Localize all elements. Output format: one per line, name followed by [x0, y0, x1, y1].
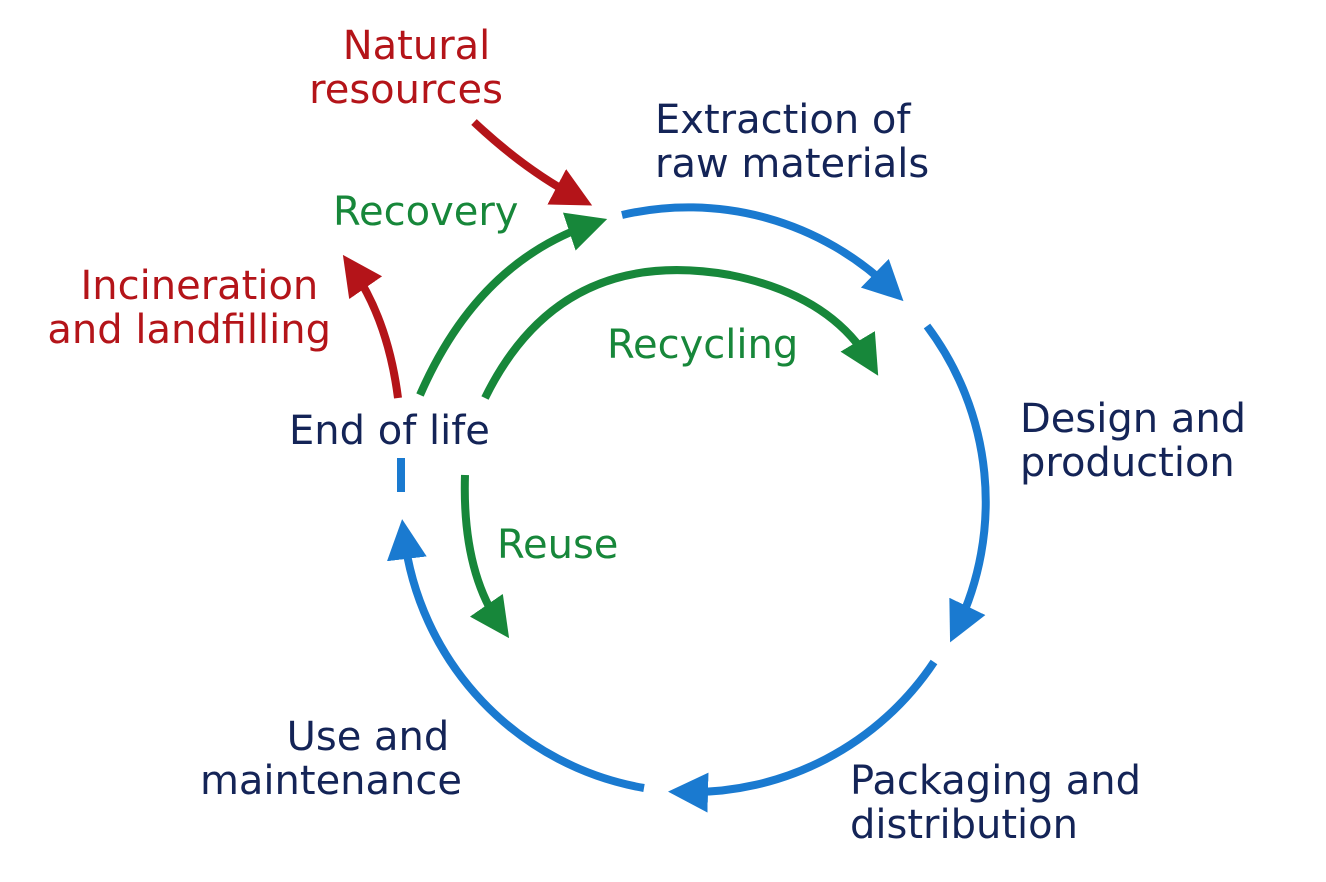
arrow-use-to-end-of-life: [387, 519, 645, 792]
natural-resources-label: Natural resources: [309, 23, 503, 113]
incineration-arrow: [342, 254, 402, 399]
recycling-arrow: [481, 266, 879, 400]
circular-loops: [416, 212, 879, 639]
natural-resources-arrow: [471, 119, 593, 206]
use-label: Use and maintenance: [200, 714, 462, 804]
external-flows: [342, 119, 593, 399]
extraction-label: Extraction of raw materials: [655, 97, 929, 187]
reuse-arrow: [460, 474, 510, 639]
arrow-packaging-to-use: [668, 659, 938, 813]
recovery-label: Recovery: [333, 189, 518, 235]
arrow-extraction-to-design: [621, 203, 904, 302]
reuse-label: Reuse: [497, 522, 618, 568]
design-label: Design and production: [1020, 396, 1259, 486]
recovery-arrow: [416, 212, 608, 397]
end-of-life-label: End of life: [289, 408, 490, 454]
incineration-label: Incineration and landfilling: [47, 263, 331, 353]
packaging-label: Packaging and distribution: [850, 758, 1154, 848]
lifecycle-arrows: [387, 203, 990, 813]
recycling-label: Recycling: [607, 322, 798, 368]
arrow-design-to-packaging: [923, 323, 990, 643]
